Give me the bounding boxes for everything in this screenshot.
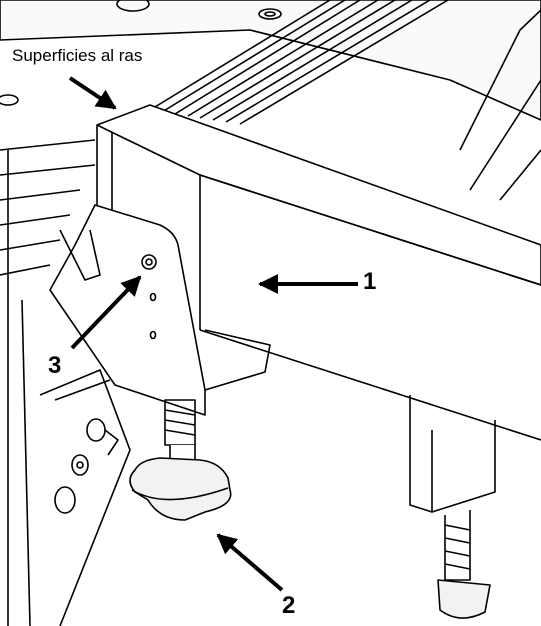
callout-number-1: 1 (363, 268, 377, 295)
frame-side (7, 9, 541, 626)
flush-surfaces-label: Superficies al ras (12, 46, 143, 65)
corner-bracket (49, 204, 271, 416)
leveling-foot (129, 399, 232, 521)
callout-number-2: 2 (282, 592, 296, 619)
lower-rail (39, 369, 131, 626)
far-leg (409, 395, 496, 619)
arrow-flush-surfaces (68, 76, 117, 110)
table-top (0, 0, 541, 121)
arrow-3 (70, 275, 142, 350)
arrow-2 (216, 533, 284, 592)
square-tube-beam (96, 104, 541, 441)
callout-number-3: 3 (48, 352, 62, 379)
extrusion-rail (0, 0, 449, 276)
callout-arrows (68, 76, 358, 592)
